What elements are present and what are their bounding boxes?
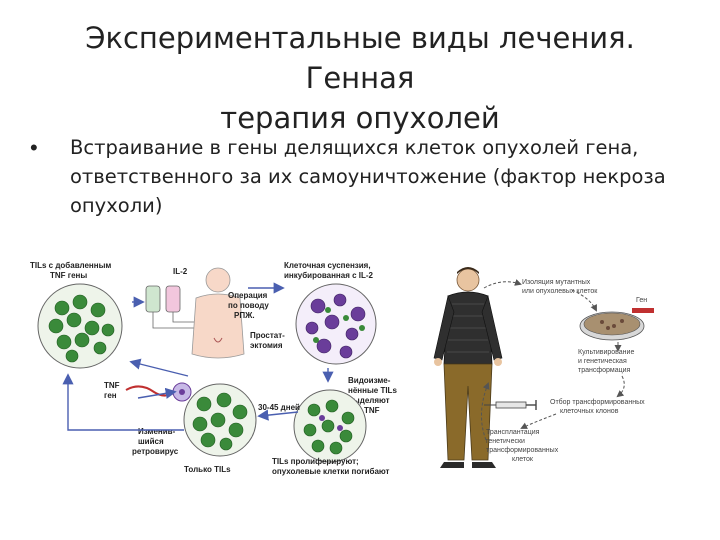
label-modified-2: нённые TILs [348, 386, 397, 395]
label-transpl-1: Трансплантация [486, 429, 540, 436]
label-only-til: Только TILs [184, 465, 231, 474]
label-transpl-3: трансформированных [486, 447, 559, 454]
proliferating-dish [294, 390, 366, 462]
til-therapy-diagram: TILs с добавленным TNF гены IL-2 Операци… [28, 258, 420, 480]
label-select-1: Отбор трансформированных [550, 398, 645, 406]
label-isol-2: или опухолевых клеток [522, 288, 598, 295]
label-transpl-4: клеток [512, 456, 534, 463]
label-cult-1: Культивирование [578, 349, 634, 356]
label-prostat-1: Простат- [250, 331, 285, 340]
retrovirus-icon [173, 383, 191, 401]
title-line-1: Экспериментальные виды лечения. Генная [40, 18, 680, 98]
title-line-2: терапия опухолей [40, 98, 680, 138]
label-transpl-2: генетически [486, 438, 525, 445]
culture-dish [580, 308, 654, 340]
label-operation-2: по поводу [228, 301, 269, 310]
label-days: 30-45 дней [258, 403, 300, 412]
bullet-text: Встраивание в гены делящихся клеток опух… [70, 133, 690, 220]
label-til-added-2: TNF гены [50, 271, 87, 280]
label-cult-3: трансформация [578, 367, 631, 374]
slide-title: Экспериментальные виды лечения. Генная т… [40, 18, 680, 138]
label-modified-4: TNF [364, 406, 380, 415]
label-retro-3: ретровирус [132, 447, 179, 456]
label-til-added-1: TILs с добавленным [30, 261, 111, 270]
label-retro-2: шийся [138, 437, 164, 446]
label-isol-1: Изоляция мутантных [522, 279, 591, 286]
iv-bags-icon [146, 286, 200, 328]
til-tnf-dish [38, 284, 122, 368]
label-prolif-2: опухолевые клетки погибают [272, 467, 390, 476]
label-cell-susp-1: Клеточная суспензия, [284, 261, 371, 270]
bullet-item: • Встраивание в гены делящихся клеток оп… [30, 133, 690, 220]
label-tnf-2: ген [104, 391, 117, 400]
bullet-dot-icon: • [30, 133, 38, 163]
label-gene: Ген [636, 297, 647, 304]
cell-suspension-dish [296, 284, 376, 364]
label-operation-1: Операция [228, 291, 268, 300]
tnf-gene-icon [126, 386, 178, 395]
label-select-2: клеточных клонов [560, 408, 619, 415]
label-cell-susp-2: инкубированная с IL-2 [284, 271, 374, 280]
label-prolif-1: TILs пролиферируют; [272, 457, 359, 466]
label-retro-1: Изменив- [138, 427, 176, 436]
syringe-icon [484, 400, 536, 410]
gene-transfer-diagram: Изоляция мутантных или опухолевых клеток… [422, 264, 674, 480]
label-prostat-2: эктомия [250, 341, 283, 350]
label-operation-3: РПЖ. [234, 311, 255, 320]
label-modified-1: Видоизме- [348, 376, 391, 385]
label-il2: IL-2 [173, 267, 188, 276]
label-cult-2: и генетическая [578, 358, 627, 365]
label-tnf-1: TNF [104, 381, 120, 390]
only-til-dish [184, 384, 256, 456]
